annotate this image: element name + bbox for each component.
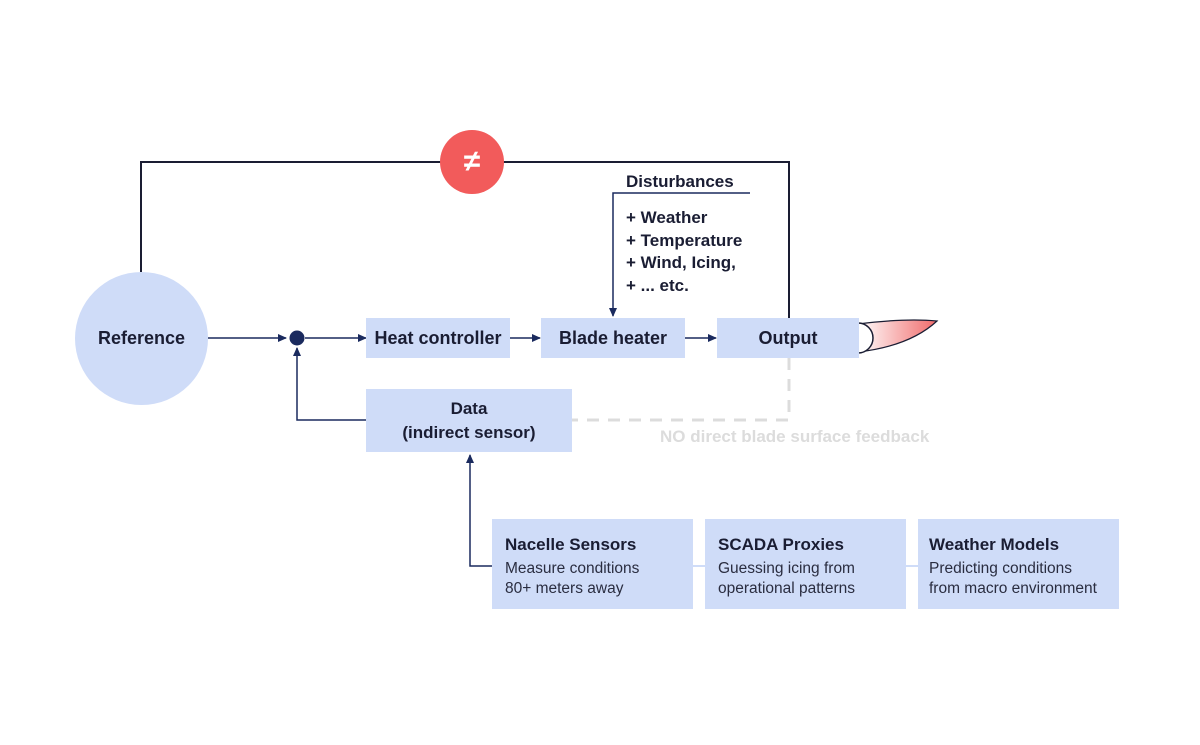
source-desc-line: 80+ meters away	[505, 579, 624, 597]
disturbance-item: + Weather	[626, 208, 708, 227]
disturbance-item: + ... etc.	[626, 275, 689, 295]
output-box: Output	[717, 318, 859, 358]
scada-proxies-box: SCADA Proxies Guessing icing from operat…	[705, 519, 906, 609]
blade-heater-box: Blade heater	[541, 318, 685, 358]
disturbance-item: + Wind, Icing,	[626, 253, 736, 272]
no-feedback-label: NO direct blade surface feedback	[660, 427, 930, 446]
reference-label: Reference	[97, 328, 186, 348]
disturbances-list: + Weather + Temperature + Wind, Icing, +…	[626, 207, 742, 297]
source-desc-line: Measure conditions	[505, 560, 640, 577]
blade-heater-label: Blade heater	[558, 327, 668, 348]
disturbance-item: + Temperature	[626, 230, 743, 250]
source-title: Nacelle Sensors	[505, 535, 637, 554]
source-title: Weather Models	[929, 535, 1060, 554]
heat-controller-label: Heat controller	[374, 327, 502, 348]
data-indirect-sensor-box: Data (indirect sensor)	[366, 389, 572, 452]
output-label: Output	[758, 327, 818, 348]
reference-node: Reference	[75, 272, 208, 405]
summing-junction	[289, 330, 305, 346]
nacelle-sensors-box: Nacelle Sensors Measure conditions 80+ m…	[492, 519, 693, 609]
weather-models-box: Weather Models Predicting conditions fro…	[918, 519, 1119, 609]
data-label: Data	[450, 398, 488, 418]
disturbances-title: Disturbances	[626, 172, 734, 191]
source-desc-line: Guessing icing from	[718, 560, 855, 577]
missing-feedback-dashed-line	[572, 358, 791, 422]
not-equal-icon: ≠	[440, 130, 504, 194]
source-desc-line: Predicting conditions	[929, 560, 1073, 577]
indirect-sensor-label: (indirect sensor)	[402, 422, 536, 442]
data-feedback-arrow	[293, 347, 366, 421]
source-title: SCADA Proxies	[718, 535, 844, 554]
source-desc-line: from macro environment	[929, 579, 1097, 597]
disturbance-arrow	[609, 192, 750, 317]
source-desc-line: operational patterns	[718, 579, 856, 597]
sensor-to-data-arrow	[466, 454, 492, 567]
heat-controller-box: Heat controller	[366, 318, 510, 358]
